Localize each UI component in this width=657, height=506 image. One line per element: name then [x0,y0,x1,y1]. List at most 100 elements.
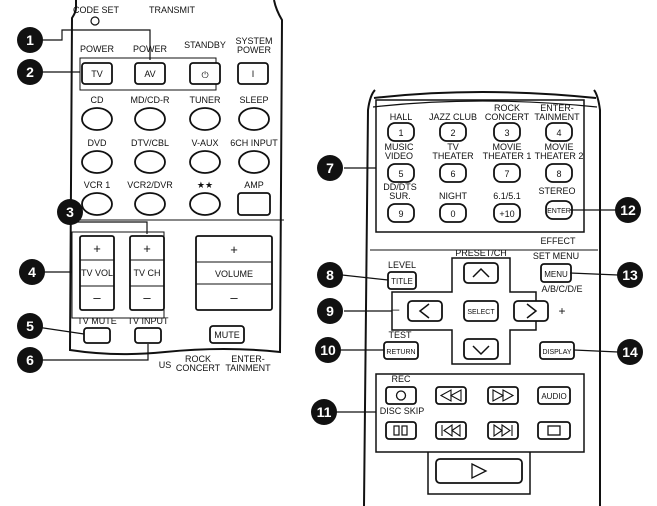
dtvcbl-button[interactable] [134,150,166,174]
program-button-1[interactable] [387,122,415,142]
skip-back-button[interactable] [435,421,467,440]
callout-3 [57,199,83,225]
standby-button[interactable] [189,62,221,85]
callout-13 [617,262,643,288]
program-button-6[interactable] [439,163,467,183]
program-button-7-label: 7 [504,169,509,179]
callout-10-number: 10 [320,342,336,358]
program-button-8[interactable] [545,163,573,183]
display-button-label: DISPLAY [542,349,571,356]
power-tv-button[interactable] [81,62,113,85]
fast-forward-icon [492,389,515,402]
up-button[interactable] [463,262,499,284]
program-button-3-label: 3 [504,128,509,138]
callout-14-number: 14 [622,344,638,360]
system-power-button[interactable] [237,62,269,85]
preset-ch-label: PRESET/CH [455,248,507,258]
tv-vol-label: TV VOL [81,268,113,278]
power-av-button[interactable] [134,62,166,85]
program-button-plus10-label: +10 [499,209,514,219]
chevron-left-icon [418,303,430,319]
skip-forward-button[interactable] [487,421,519,440]
callout-4-number: 4 [28,264,36,280]
standby-icon: ⏻ [201,70,208,80]
vcr1-button[interactable] [81,192,113,216]
left-button[interactable] [407,300,443,322]
system-power-icon: I [252,69,255,79]
callout-9 [317,298,343,324]
stars-button[interactable] [189,192,221,216]
audio-button-label: AUDIO [541,392,566,401]
right-button[interactable] [513,300,549,322]
vaux-button[interactable] [189,150,221,174]
stop-button[interactable] [537,421,571,440]
select-button[interactable] [463,300,499,322]
us-label: US [159,360,172,370]
input-label-tuner: TUNER [190,95,221,105]
vcr2dvr-button[interactable] [134,192,166,216]
title-button[interactable] [387,271,417,290]
input-label-amp: AMP [244,180,264,190]
callout-3-number: 3 [66,204,74,220]
program-button-4[interactable] [545,122,573,142]
program-button-3[interactable] [493,122,521,142]
pause-button[interactable] [385,421,417,440]
hall-label: HALL [390,112,413,122]
callout-8-number: 8 [326,267,334,283]
dvd-button[interactable] [81,150,113,174]
rec-button[interactable] [385,386,417,405]
test-label: TEST [388,330,412,340]
effect-label: EFFECT [541,236,577,246]
record-icon [395,390,407,401]
tv-mute-button[interactable] [83,327,111,344]
tv-ch-plus: + [143,241,151,256]
six-one-five-one-label: 6.1/5.1 [493,191,521,201]
down-button[interactable] [463,338,499,360]
volume-rocker[interactable] [195,235,273,311]
program-button-0[interactable] [439,203,467,223]
callout-13-number: 13 [622,267,638,283]
input-label-dvd: DVD [87,138,107,148]
tv-vol-rocker[interactable] [79,235,115,311]
play-button[interactable] [435,458,523,484]
abcde-label: A/B/C/D/E [541,284,582,294]
mdcdr-button[interactable] [134,107,166,131]
program-button-9[interactable] [387,203,415,223]
sleep-button[interactable] [238,107,270,131]
callouts: 1 2 3 4 5 6 7 8 9 10 11 12 13 14 [17,27,643,425]
program-button-2[interactable] [439,122,467,142]
tuner-button[interactable] [189,107,221,131]
input-label-stars: ★★ [197,180,213,190]
menu-button-label: MENU [544,270,568,279]
tv-ch-rocker[interactable] [129,235,165,311]
callout-6-number: 6 [26,352,34,368]
play-icon [471,462,488,480]
audio-button[interactable] [537,386,571,405]
mute-button[interactable] [209,325,245,344]
callout-7 [317,155,343,181]
program-button-5[interactable] [387,163,415,183]
level-label: LEVEL [388,260,416,270]
program-button-plus10[interactable] [493,203,521,223]
cd-button[interactable] [81,107,113,131]
program-button-9-label: 9 [398,209,403,219]
tv-input-button[interactable] [134,327,162,344]
input-label-6ch: 6CH INPUT [230,138,278,148]
callout-11-number: 11 [317,404,332,420]
program-button-7[interactable] [493,163,521,183]
program-button-6-label: 6 [450,169,455,179]
entertainment-label: ENTER-TAINMENT [534,103,580,122]
6ch-input-button[interactable] [238,150,270,174]
stereo-label: STEREO [538,186,575,196]
amp-button[interactable] [237,192,271,216]
callout-10 [315,337,341,363]
rec-label: REC [391,374,411,384]
callout-6 [17,347,43,373]
plus-label: + [558,304,565,318]
volume-label: VOLUME [215,269,253,279]
night-label: NIGHT [439,191,468,201]
